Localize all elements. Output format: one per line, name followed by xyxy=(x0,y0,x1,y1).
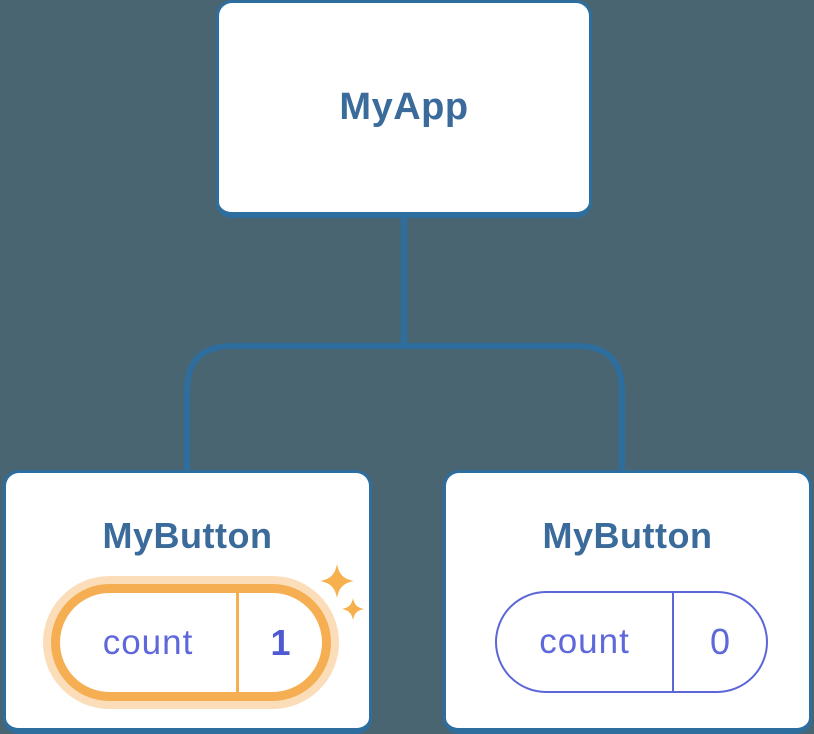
state-value: 0 xyxy=(709,621,731,662)
state-label: count xyxy=(102,622,194,662)
node-myapp: MyApp xyxy=(216,0,592,218)
state-value-cell: 1 xyxy=(236,593,322,692)
node-mybutton-right: MyButton count 0 xyxy=(443,470,812,734)
node-mybutton-left: MyButton count 1 xyxy=(3,470,372,734)
state-label: count xyxy=(539,622,630,661)
node-mybutton-right-title: MyButton xyxy=(542,515,713,556)
node-myapp-title: MyApp xyxy=(339,86,469,128)
sparkle-icon xyxy=(320,564,364,620)
node-mybutton-left-title: MyButton xyxy=(102,515,273,556)
state-value: 1 xyxy=(270,621,291,663)
state-label-cell: count xyxy=(497,593,672,691)
state-label-cell: count xyxy=(60,593,236,692)
state-value-cell: 0 xyxy=(672,593,766,691)
state-pill-plain: count 0 xyxy=(495,591,768,693)
state-pill-highlighted: count 1 xyxy=(51,584,331,701)
